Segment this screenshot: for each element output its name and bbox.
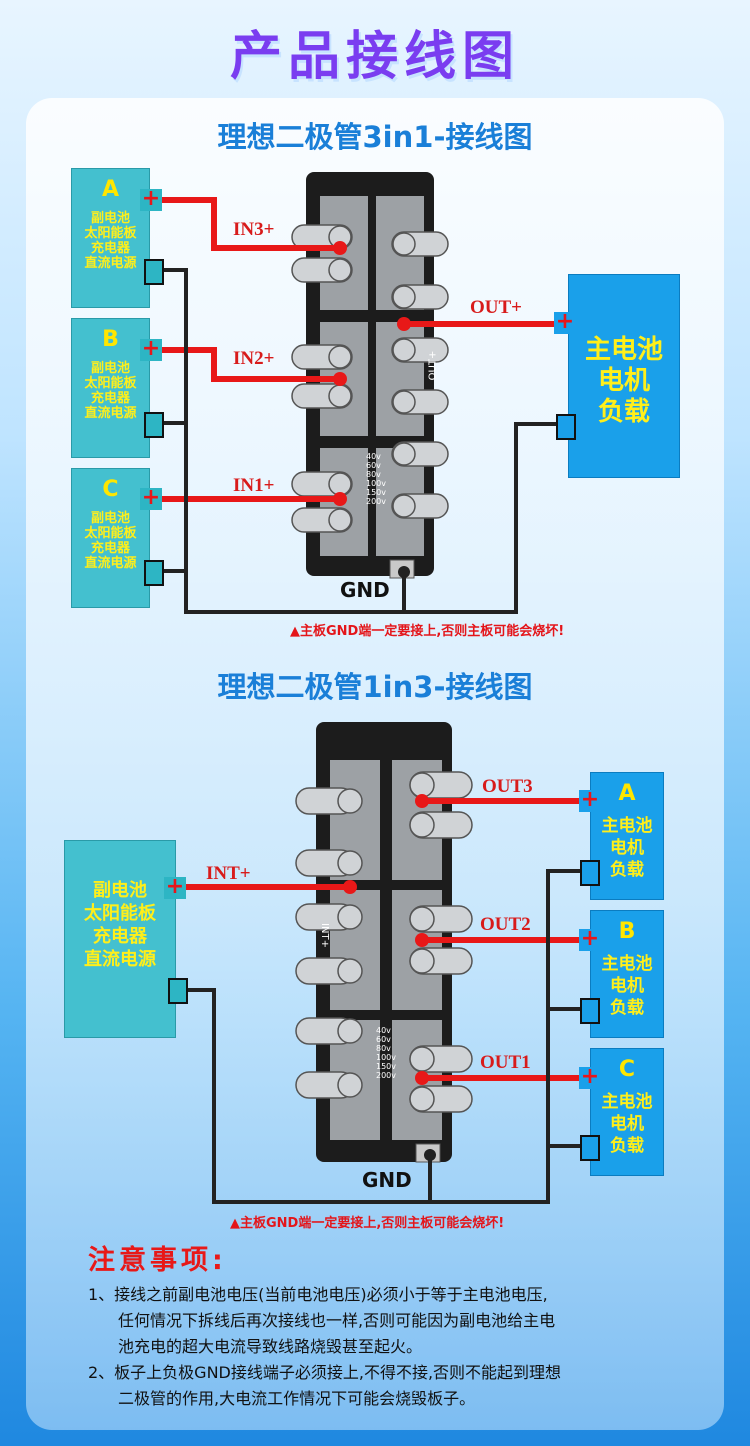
- load-letter: C: [618, 1057, 636, 1082]
- negative-terminal-icon: [144, 560, 164, 586]
- load-text: 主电池电机负载: [584, 335, 663, 427]
- negative-terminal-icon: [580, 1135, 600, 1161]
- gnd-label: GND: [340, 578, 390, 602]
- load-box-c: C 主电池电机负载: [590, 1048, 664, 1176]
- load-box-a: A 主电池电机负载: [590, 772, 664, 900]
- gnd-label: GND: [362, 1168, 412, 1192]
- voltage-label: 60v: [366, 461, 381, 470]
- positive-terminal-icon: +: [140, 336, 162, 361]
- load-letter: A: [618, 781, 636, 806]
- voltage-label: 60v: [376, 1035, 391, 1044]
- positive-terminal-icon: +: [140, 485, 162, 510]
- input-label-in1: IN1+: [233, 475, 275, 496]
- positive-terminal-icon: +: [579, 1064, 601, 1089]
- input-label-in3: IN3+: [233, 219, 275, 240]
- voltage-label: 100v: [366, 479, 387, 488]
- negative-terminal-icon: [144, 412, 164, 438]
- source-text: 副电池太阳能板充电器直流电源: [84, 511, 137, 571]
- diagram2-board: [295, 722, 473, 1163]
- gnd-warning: ▲主板GND端一定要接上,否则主板可能会烧坏!: [290, 624, 565, 639]
- negative-terminal-icon: [556, 414, 576, 440]
- d2-board-in-text: INT+: [318, 923, 330, 948]
- output-label-out3: OUT3: [482, 776, 533, 797]
- positive-terminal-icon: +: [164, 874, 186, 899]
- load-letter: B: [618, 919, 636, 944]
- negative-terminal-icon: [580, 860, 600, 886]
- load-text: 主电池电机负载: [601, 1092, 653, 1156]
- source-text: 副电池太阳能板充电器直流电源: [84, 361, 137, 421]
- diagram2-title: 理想二极管1in3-接线图: [217, 670, 533, 704]
- source-text: 副电池太阳能板充电器直流电源: [84, 880, 156, 970]
- note-item: 2、板子上负极GND接线端子必须接上,不得不接,否则不能起到理想 二极管的作用,…: [88, 1363, 562, 1408]
- d1-board-out-text: OUT+: [427, 350, 439, 381]
- source-letter: B: [102, 327, 119, 352]
- voltage-label: 150v: [376, 1062, 397, 1071]
- voltage-label: 150v: [366, 488, 387, 497]
- positive-terminal-icon: +: [140, 186, 162, 211]
- output-label-out2: OUT2: [480, 914, 531, 935]
- load-text: 主电池电机负载: [601, 816, 653, 880]
- voltage-label: 200v: [376, 1071, 397, 1080]
- diagram1-title: 理想二极管3in1-接线图: [217, 120, 533, 154]
- source-letter: A: [101, 177, 120, 202]
- input-label-in2: IN2+: [233, 348, 275, 369]
- d2-voltage-labels: 40v 60v 80v 100v 150v 200v: [376, 1026, 396, 1080]
- source-box-a: A 副电池太阳能板充电器直流电源: [71, 168, 150, 308]
- note-item: 1、接线之前副电池电压(当前电池电压)必须小于等于主电池电压, 任何情况下拆线后…: [88, 1285, 556, 1356]
- input-label-int: INT+: [206, 863, 251, 884]
- negative-terminal-icon: [580, 998, 600, 1024]
- gnd-warning: ▲主板GND端一定要接上,否则主板可能会烧坏!: [230, 1216, 505, 1231]
- load-text: 主电池电机负载: [601, 954, 653, 1018]
- load-box-b: B 主电池电机负载: [590, 910, 664, 1038]
- positive-terminal-icon: +: [579, 926, 601, 951]
- output-label: OUT+: [470, 297, 522, 318]
- voltage-label: 80v: [366, 470, 381, 479]
- source-letter: C: [102, 477, 119, 502]
- source-box-b: B 副电池太阳能板充电器直流电源: [71, 318, 150, 458]
- negative-terminal-icon: [168, 978, 188, 1004]
- positive-terminal-icon: +: [579, 787, 601, 812]
- source-box-c: C 副电池太阳能板充电器直流电源: [71, 468, 150, 608]
- main-battery-load-box: 主电池电机负载: [568, 274, 680, 478]
- page-title: 产品接线图: [229, 27, 520, 87]
- d1-voltage-labels: 40v 60v 80v 100v 150v 200v: [366, 452, 386, 506]
- voltage-label: 200v: [366, 497, 387, 506]
- voltage-label: 40v: [376, 1026, 391, 1035]
- diagram1-board: [291, 172, 449, 579]
- source-text: 副电池太阳能板充电器直流电源: [84, 211, 137, 271]
- voltage-label: 80v: [376, 1044, 391, 1053]
- voltage-label: 40v: [366, 452, 381, 461]
- notes-title: 注意事项:: [88, 1245, 227, 1276]
- output-label-out1: OUT1: [480, 1052, 531, 1073]
- negative-terminal-icon: [144, 259, 164, 285]
- source-box: 副电池太阳能板充电器直流电源: [64, 840, 176, 1038]
- positive-terminal-icon: +: [554, 309, 576, 334]
- voltage-label: 100v: [376, 1053, 397, 1062]
